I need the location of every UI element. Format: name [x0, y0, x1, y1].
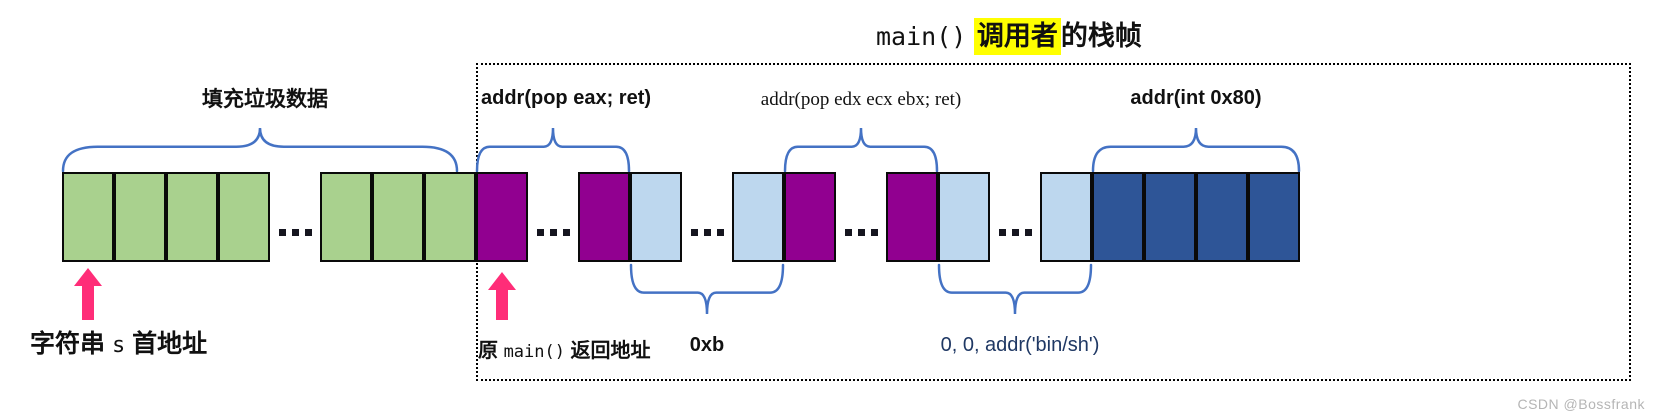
memory-cell-garbage	[320, 172, 372, 262]
title-suffix: 的栈帧	[1060, 21, 1142, 51]
memory-cell-int80	[1248, 172, 1300, 262]
string-label-prefix: 字符串	[30, 330, 112, 358]
memory-cell-gadget	[886, 172, 938, 262]
pop-edx-ecx-ebx-gadget-label: addr(pop edx ecx ebx; ret)	[760, 89, 962, 110]
memory-cell-garbage	[424, 172, 476, 262]
ret-label-suffix: 返回地址	[564, 340, 651, 362]
ret-label-code: main()	[503, 342, 565, 362]
memory-cell-garbage	[372, 172, 424, 262]
memory-cell-gadget	[784, 172, 836, 262]
memory-cell-garbage	[218, 172, 270, 262]
ret-label-prefix: 原	[478, 340, 504, 362]
diagram-title: main() 调用者的栈帧	[876, 14, 1142, 55]
memory-cell-value	[732, 172, 784, 262]
memory-cell-gadget	[476, 172, 528, 262]
title-main-code: main()	[876, 22, 967, 51]
string-label-var: s	[111, 333, 126, 358]
garbage-brace	[61, 127, 459, 173]
string-start-address-label: 字符串 s 首地址	[30, 324, 207, 360]
eax-value-brace	[629, 263, 785, 315]
eax-value-label: 0xb	[689, 334, 725, 356]
string-label-suffix: 首地址	[125, 330, 208, 358]
memory-cell-garbage	[166, 172, 218, 262]
original-return-address-label: 原 main() 返回地址	[478, 334, 651, 363]
pop-eax-gadget-label: addr(pop eax; ret)	[481, 87, 652, 109]
int80-brace	[1091, 127, 1301, 173]
memory-cell-garbage	[62, 172, 114, 262]
memory-cell-garbage	[114, 172, 166, 262]
ellipsis-icon	[682, 229, 732, 236]
memory-cell-gadget	[578, 172, 630, 262]
memory-cell-value	[938, 172, 990, 262]
garbage-padding-label: 填充垃圾数据	[202, 88, 328, 111]
regs-values-brace	[937, 263, 1093, 315]
title-space	[966, 21, 974, 51]
pop-regs-brace	[783, 127, 939, 173]
ellipsis-icon	[990, 229, 1040, 236]
int-0x80-gadget-label: addr(int 0x80)	[1130, 87, 1262, 109]
ellipsis-icon	[836, 229, 886, 236]
ellipsis-icon	[528, 229, 578, 236]
memory-cell-int80	[1092, 172, 1144, 262]
memory-cell-int80	[1144, 172, 1196, 262]
title-highlighted-text: 调用者	[973, 18, 1061, 55]
pop-eax-brace	[475, 127, 631, 173]
memory-cell-value	[1040, 172, 1092, 262]
regs-values-label: 0, 0, addr('bin/sh')	[940, 334, 1100, 356]
memory-cell-int80	[1196, 172, 1248, 262]
ellipsis-icon	[270, 229, 320, 236]
watermark: CSDN @Bossfrank	[1517, 396, 1645, 412]
arrow-head	[74, 268, 102, 286]
arrow-head	[488, 272, 516, 290]
string-start-arrow-icon	[74, 268, 102, 320]
arrow-shaft	[496, 290, 508, 320]
return-address-arrow-icon	[488, 272, 516, 320]
memory-cell-value	[630, 172, 682, 262]
arrow-shaft	[82, 286, 94, 320]
